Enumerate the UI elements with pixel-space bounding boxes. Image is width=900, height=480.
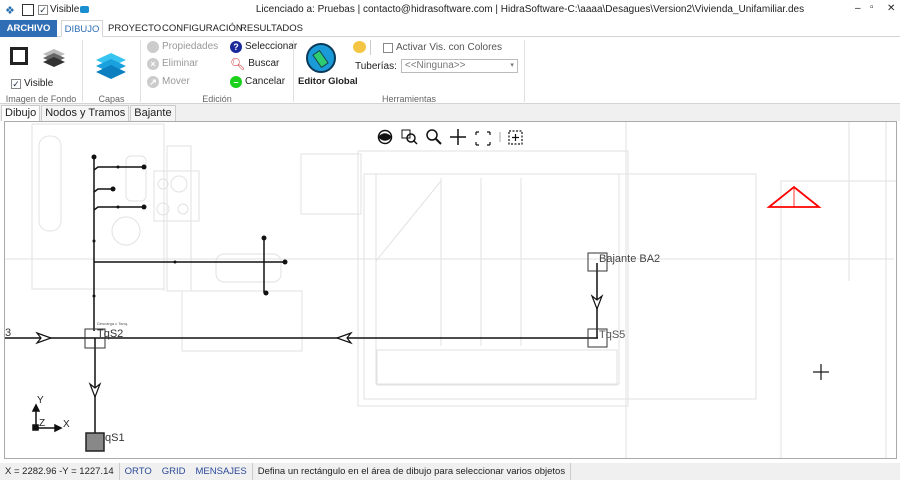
label-descarga: Descarga c Tanq. (97, 321, 128, 326)
maximize-button[interactable]: ▫ (870, 2, 874, 13)
node-ba2 (587, 252, 608, 272)
axis-indicator-icon (31, 403, 63, 433)
north-marker-icon (766, 185, 822, 208)
tab-configuracion[interactable]: CONFIGURACIÓN (162, 23, 243, 34)
node-tqs1 (85, 432, 105, 452)
magnifier-icon: 🔍︎ (230, 57, 246, 71)
tab-proyecto[interactable]: PROYECTO (108, 23, 162, 34)
group-label-herramientas: Herramientas (381, 94, 437, 104)
editor-global-label[interactable]: Editor Global (298, 76, 358, 87)
pipe-nodes (91, 154, 288, 298)
title-bar: ❖ ✓ Visible Licenciado a: Pruebas | cont… (0, 0, 900, 20)
tuberias-label: Tuberías: (355, 60, 397, 72)
view-toolbar (377, 129, 523, 146)
background-visible-checkbox[interactable]: ✓ (11, 79, 21, 89)
status-coordinates: X = 2282.96 -Y = 1227.14 (0, 463, 120, 480)
status-bar: X = 2282.96 -Y = 1227.14 ORTO GRID MENSA… (0, 463, 900, 480)
buscar-label: Buscar (248, 58, 280, 69)
tuberias-row: Tuberías: <<Ninguna>> ▾ (355, 59, 518, 73)
tab-dibujo[interactable]: DIBUJO (61, 20, 103, 37)
editor-global-icon[interactable] (306, 43, 336, 73)
label-tqs1: qS1 (105, 432, 125, 444)
pipe-network (5, 157, 598, 441)
node-tqs5 (587, 328, 608, 348)
move-icon: ↗ (147, 76, 159, 88)
label-tqs5: TqS5 (599, 329, 625, 341)
eye-view-icon[interactable] (377, 129, 393, 145)
tuberias-dropdown[interactable]: <<Ninguna>> ▾ (400, 59, 518, 73)
seleccionar-label: Seleccionar (245, 41, 298, 52)
status-message: Defina un rectángulo en el área de dibuj… (253, 463, 572, 480)
node-tqs2 (84, 328, 106, 349)
eliminar-label: Eliminar (162, 58, 199, 69)
mensajes-toggle[interactable]: MENSAJES (191, 463, 253, 480)
tab-archivo[interactable]: ARCHIVO (0, 20, 57, 37)
mover-button[interactable]: ↗Mover (147, 75, 190, 89)
arrow-right (35, 331, 53, 345)
capas-button[interactable] (95, 51, 127, 81)
axis-x-label: X (63, 419, 70, 430)
grid-toggle[interactable]: GRID (161, 466, 186, 477)
doctab-dibujo[interactable]: Dibujo (1, 105, 41, 121)
save-icon[interactable] (22, 4, 34, 16)
zoom-icon[interactable] (426, 129, 442, 145)
arrow-down (590, 294, 604, 311)
crosshair-cursor-icon (813, 364, 829, 380)
minimize-button[interactable]: – (855, 3, 861, 14)
propiedades-label: Propiedades (162, 41, 219, 52)
zoom-selection-icon[interactable] (508, 130, 523, 145)
properties-icon (147, 41, 159, 53)
drawing-canvas[interactable]: 3 TqS2 Descarga c Tanq. qS1 Bajante BA2 … (4, 121, 897, 459)
axis-y-label: Y (37, 395, 44, 406)
doctab-bajante[interactable]: Bajante (130, 105, 176, 121)
document-tabs: Dibujo Nodos y Tramos Bajante (0, 104, 900, 121)
label-ba2: Bajante BA2 (599, 253, 660, 265)
cancel-icon: – (230, 76, 242, 88)
zoom-extents-icon[interactable] (475, 131, 491, 146)
menu-tabs: ARCHIVO DIBUJO PROYECTO CONFIGURACIÓN RE… (0, 20, 900, 37)
gray-layers-icon[interactable] (42, 47, 66, 67)
app-icon[interactable]: ❖ (5, 5, 15, 17)
orto-toggle[interactable]: ORTO (124, 466, 152, 477)
activar-colores-label: Activar Vis. con Colores (396, 42, 502, 53)
group-label-imagen-fondo: Imagen de Fondo (5, 94, 77, 104)
buscar-button[interactable]: 🔍︎Buscar (230, 57, 279, 71)
flow-arrows (35, 294, 604, 399)
seleccionar-button[interactable]: ?Seleccionar (230, 40, 297, 54)
ribbon: ✓ Visible Imagen de Fondo Capas Propieda… (0, 37, 900, 104)
propiedades-button[interactable]: Propiedades (147, 40, 218, 54)
tuberias-value: <<Ninguna>> (404, 60, 466, 71)
zoom-window-icon[interactable] (401, 129, 418, 145)
background-image-icon[interactable] (10, 47, 28, 65)
cancelar-button[interactable]: –Cancelar (230, 75, 285, 89)
group-label-edicion: Edición (202, 94, 232, 104)
floor-plan-background (5, 122, 896, 458)
group-label-capas: Capas (98, 94, 125, 104)
tab-resultados[interactable]: RESULTADOS (240, 23, 303, 34)
pan-icon[interactable] (450, 129, 466, 145)
chevron-down-icon: ▾ (510, 62, 514, 69)
delete-icon: × (147, 58, 159, 70)
eliminar-button[interactable]: ×Eliminar (147, 57, 198, 71)
doctab-nodos-tramos[interactable]: Nodos y Tramos (41, 105, 130, 121)
mover-label: Mover (162, 76, 190, 87)
close-button[interactable]: ✕ (887, 3, 896, 14)
window-title: Licenciado a: Pruebas | contacto@hidraso… (255, 4, 805, 15)
label-tqs2: TqS2 (97, 328, 123, 340)
background-visible-label: Visible (24, 78, 54, 89)
quick-visible-label: Visible (50, 4, 80, 15)
palette-icon[interactable] (353, 41, 366, 53)
layers-icon[interactable] (80, 6, 89, 13)
arrow-down (88, 382, 102, 399)
arrow-left (335, 331, 353, 345)
axis-z-label: Z (39, 418, 45, 429)
question-icon: ? (230, 41, 242, 53)
quick-visible-checkbox[interactable]: ✓ (38, 5, 48, 15)
label-left-edge: 3 (5, 327, 11, 339)
activar-colores-checkbox[interactable] (383, 43, 393, 53)
cancelar-label: Cancelar (245, 76, 286, 87)
